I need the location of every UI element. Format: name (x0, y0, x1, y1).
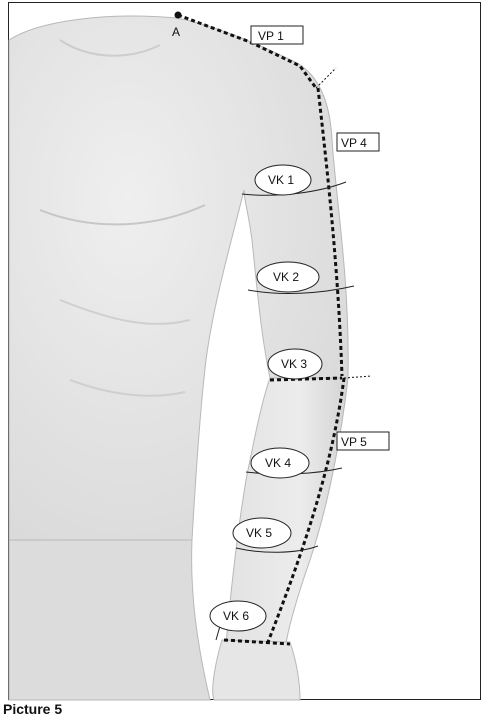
hip-shape (9, 540, 210, 700)
hand-shape (213, 640, 300, 700)
vp5-label: VP 5 (341, 435, 367, 449)
vk2-label: VK 2 (273, 270, 299, 284)
vk5-label: VK 5 (246, 526, 272, 540)
vp5-box: VP 5 (337, 432, 389, 450)
vp4-label: VP 4 (341, 136, 367, 150)
vk4-label: VK 4 (265, 456, 291, 470)
vp4-box: VP 4 (337, 133, 379, 151)
figure-caption: Picture 5 (3, 701, 62, 717)
vk4-ellipse: VK 4 (251, 448, 309, 478)
vk1-label: VK 1 (268, 173, 294, 187)
vk3-ellipse: VK 3 (268, 349, 322, 379)
vk5-ellipse: VK 5 (233, 518, 291, 548)
point-a-label: A (172, 25, 180, 39)
vk1-ellipse: VK 1 (255, 165, 311, 195)
vk6-ellipse: VK 6 (210, 601, 266, 631)
vp1-label: VP 1 (258, 29, 284, 43)
vk2-ellipse: VK 2 (257, 262, 319, 292)
vp1-box: VP 1 (251, 26, 303, 44)
vk6-label: VK 6 (223, 609, 249, 623)
vk3-label: VK 3 (281, 357, 307, 371)
